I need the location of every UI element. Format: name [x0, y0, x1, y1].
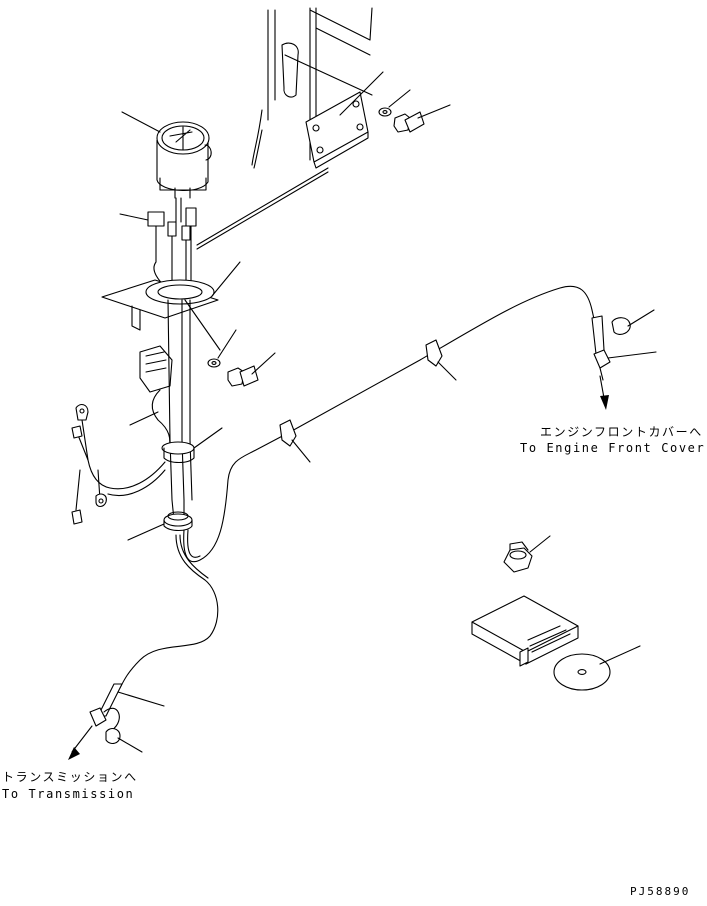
cable-connectors [167, 197, 197, 301]
disc-icon [553, 645, 641, 691]
drawing-number: PJ58890 [630, 885, 691, 898]
frame-structure [251, 7, 373, 169]
grommet-lower [127, 511, 193, 541]
wire-harness [129, 299, 193, 521]
clamp-mid [161, 427, 223, 464]
arrow-engine-icon [599, 375, 609, 410]
washer-bolt-top [378, 89, 451, 133]
washer-bolt-mid [207, 329, 276, 387]
parts-case [471, 595, 579, 667]
leader-panel [196, 167, 329, 250]
label-transmission-en: To Transmission [2, 787, 135, 801]
cable-transmission [97, 534, 219, 717]
label-engine-jp: エンジンフロントカバーへ [540, 425, 703, 439]
connector-left [119, 211, 169, 291]
bracket-plate [305, 71, 384, 169]
arrow-transmission-icon [68, 725, 93, 760]
transmission-end-connector [89, 707, 143, 753]
cable-engine [183, 285, 597, 563]
clip-1 [279, 419, 311, 463]
clip-2 [425, 339, 457, 381]
label-engine-en: To Engine Front Cover [520, 441, 706, 455]
hex-nut-icon [503, 535, 551, 573]
connector-cluster [139, 345, 173, 393]
engine-end-connector [591, 309, 657, 381]
grommet-bracket [101, 261, 241, 351]
label-transmission-jp: トランスミッションへ [2, 770, 138, 784]
gauge-icon [121, 111, 212, 199]
branch-terminals [71, 403, 166, 525]
